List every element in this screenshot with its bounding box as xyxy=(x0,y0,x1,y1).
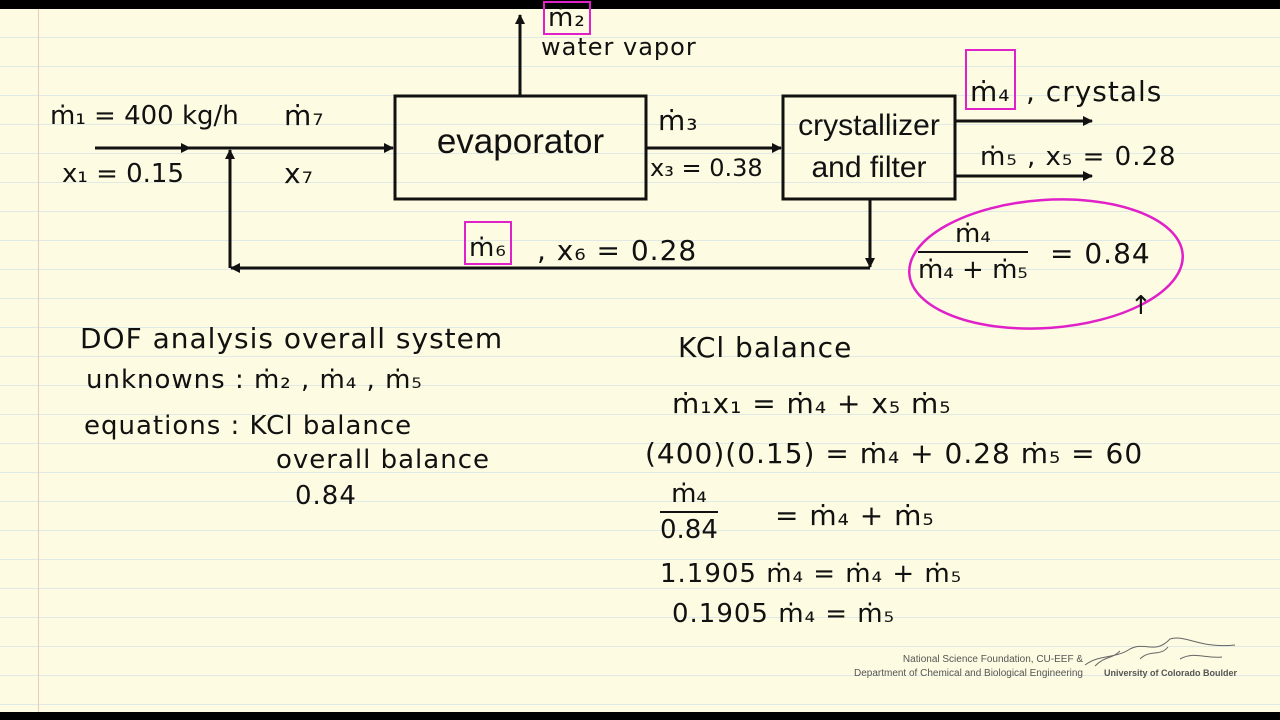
stream4-label: , crystals xyxy=(1026,75,1163,108)
ratio-denominator: ṁ₄ + ṁ₅ xyxy=(918,255,1028,285)
balance-line-3-rhs: = ṁ₄ + ṁ₅ xyxy=(775,499,935,532)
ratio-value: = 0.84 xyxy=(1050,237,1151,270)
stream1-fraction: x₁ = 0.15 xyxy=(62,159,185,189)
margin-line xyxy=(38,9,39,712)
credit-line-2: Department of Chemical and Biological En… xyxy=(853,668,1083,679)
cu-boulder-logo xyxy=(1084,637,1236,667)
dof-unknowns: unknowns : ṁ₂ , ṁ₄ , ṁ₅ xyxy=(86,365,423,395)
balance-line-3-fraction: ṁ₄ 0.84 xyxy=(660,479,718,545)
stream7-fraction: x₇ xyxy=(284,157,314,190)
crystallizer-label-line1: crystallizer xyxy=(798,109,940,142)
ratio-pointer-arrow-icon: ↑ xyxy=(1130,291,1153,321)
stream3-flow: ṁ₃ xyxy=(658,104,699,137)
dof-equation-2: overall balance xyxy=(276,445,490,475)
crystallizer-label: crystallizer and filter xyxy=(783,105,955,189)
stream6-fraction: , x₆ = 0.28 xyxy=(537,234,698,267)
fraction-bar xyxy=(918,251,1028,253)
stream2-flow: ṁ₂ xyxy=(543,1,591,35)
balance-line-5: 0.1905 ṁ₄ = ṁ₅ xyxy=(672,599,896,629)
ratio-highlight-circle xyxy=(908,198,1184,330)
stream3-fraction: x₃ = 0.38 xyxy=(650,154,763,182)
balance-line-2: (400)(0.15) = ṁ₄ + 0.28 ṁ₅ = 60 xyxy=(645,437,1144,470)
evaporator-label: evaporator xyxy=(436,122,605,161)
stream2-label: water vapor xyxy=(541,33,697,61)
dof-title: DOF analysis overall system xyxy=(80,322,504,355)
dof-equation-3: 0.84 xyxy=(295,481,357,511)
balance-line-4: 1.1905 ṁ₄ = ṁ₄ + ṁ₅ xyxy=(660,559,963,589)
stream1-flow: ṁ₁ = 400 kg/h xyxy=(50,101,239,131)
stream4-flow: ṁ₄ xyxy=(965,49,1016,110)
balance-line-3-numerator: ṁ₄ xyxy=(671,479,707,509)
crystallizer-label-line2: and filter xyxy=(811,151,927,184)
stream7-flow: ṁ₇ xyxy=(284,99,325,132)
balance-line-1: ṁ₁x₁ = ṁ₄ + x₅ ṁ₅ xyxy=(672,387,952,420)
stream6-flow: ṁ₆ xyxy=(464,221,512,265)
fraction-bar xyxy=(660,511,718,513)
stream5-label: ṁ₅ , x₅ = 0.28 xyxy=(980,142,1177,172)
flow-diagram-lines xyxy=(95,14,1236,667)
dof-equations: equations : KCl balance xyxy=(84,411,413,441)
ratio-numerator: ṁ₄ xyxy=(955,219,991,249)
university-name: University of Colorado Boulder xyxy=(1104,668,1238,678)
ratio-fraction: ṁ₄ ṁ₄ + ṁ₅ xyxy=(918,219,1028,285)
balance-line-3-denominator: 0.84 xyxy=(660,515,718,545)
kcl-balance-title: KCl balance xyxy=(678,331,853,364)
credit-line-1: National Science Foundation, CU-EEF & xyxy=(902,654,1083,665)
